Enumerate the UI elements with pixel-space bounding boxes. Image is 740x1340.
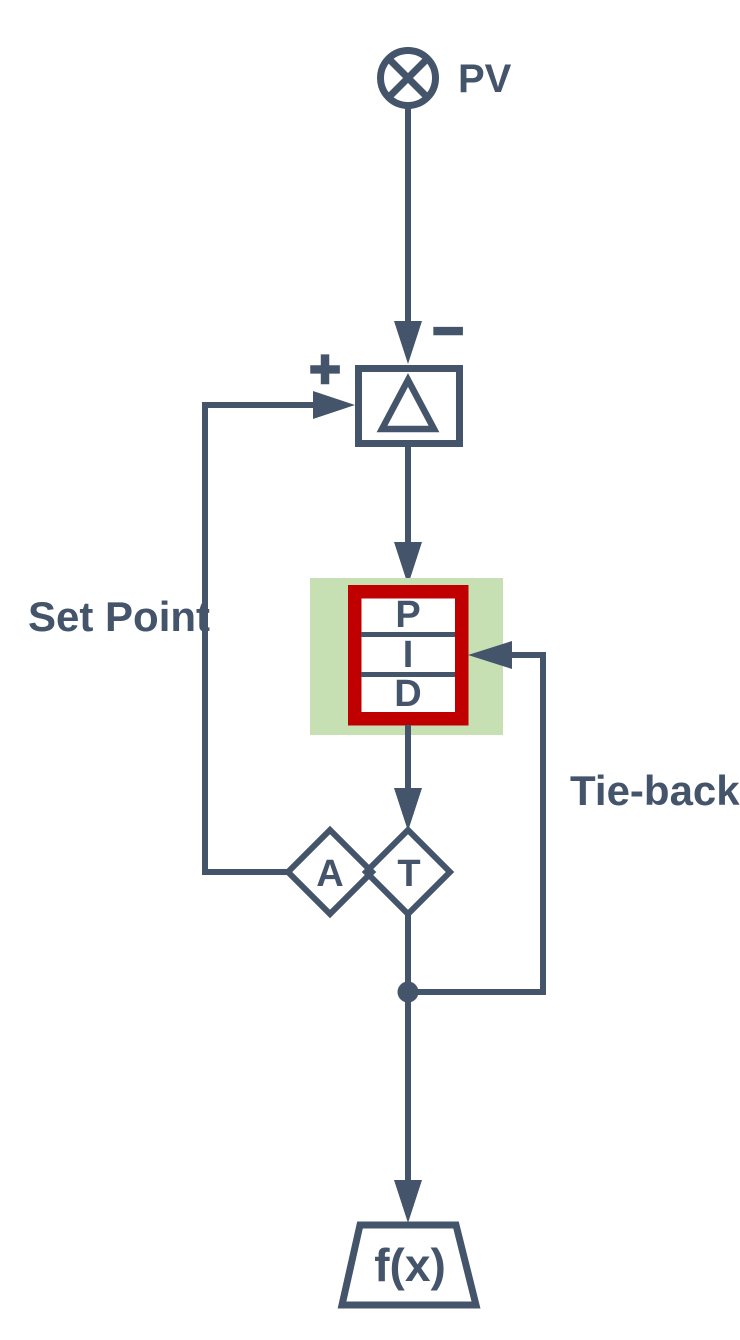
switch-a-diamond <box>283 825 377 919</box>
arrowhead-down-icon <box>394 788 422 831</box>
fx-actuator <box>337 1221 481 1309</box>
pv-label: PV <box>458 57 512 101</box>
minus-sign: − <box>432 301 464 361</box>
switch-t-label: T <box>397 853 420 895</box>
delta-icon <box>376 373 440 433</box>
tie-back-label: Tie-back <box>570 767 740 814</box>
arrowhead-down-icon <box>394 1180 422 1223</box>
arrowhead-down-icon <box>394 542 422 585</box>
switch-t-diamond <box>361 825 455 919</box>
set-point-label: Set Point <box>28 593 210 640</box>
pid-p-label: P <box>395 594 420 636</box>
arrowhead-left-icon <box>468 641 512 669</box>
tie-back-connector <box>408 652 546 995</box>
pid-block <box>348 585 469 726</box>
pv-sensor-icon <box>377 47 439 109</box>
pv-sensor-cross-line <box>386 56 430 100</box>
arrowhead-down-icon <box>394 321 422 364</box>
set-point-connector <box>202 402 317 875</box>
pid-i-label: I <box>403 634 414 676</box>
fx-label: f(x) <box>374 1239 446 1291</box>
arrowhead-right-icon <box>313 391 355 419</box>
switch-a-label: A <box>316 853 343 895</box>
pid-d-label: D <box>394 673 421 715</box>
plus-sign: + <box>309 339 341 399</box>
